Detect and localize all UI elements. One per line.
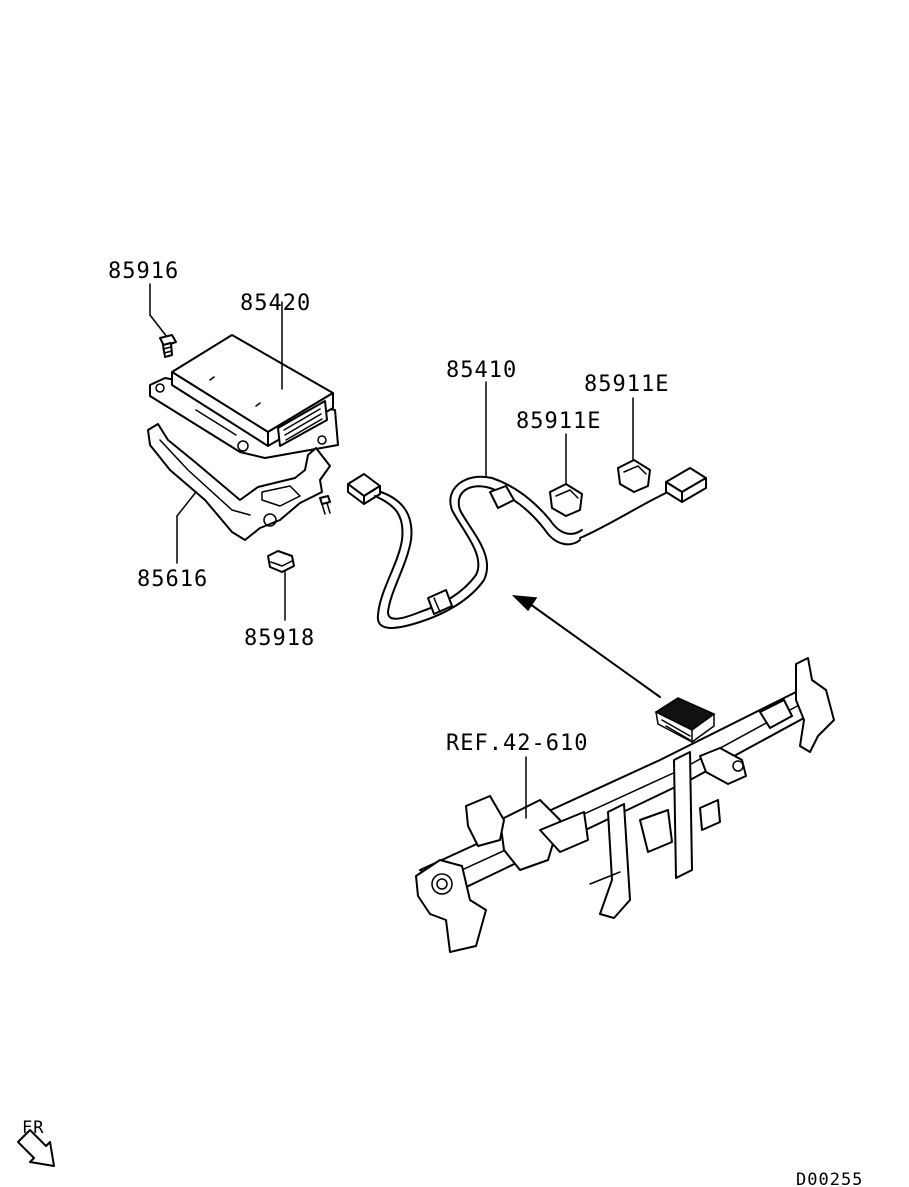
control-unit-85420[interactable] [149,301,339,459]
label-clip-lower: 85911E [516,409,601,434]
harness-85410[interactable] [347,381,707,629]
label-screw: 85916 [108,259,179,284]
label-control-unit: 85420 [240,291,311,316]
relation-arrow [512,595,661,698]
label-nut: 85918 [244,626,315,651]
label-harness: 85410 [446,358,517,383]
nut-85918[interactable] [267,550,295,621]
label-reference: REF.42-610 [446,731,588,756]
diagram-id: D00255 [796,1170,863,1187]
bracket-85616[interactable] [147,423,331,564]
clip-85911e-lower[interactable] [549,433,583,517]
label-clip-upper: 85911E [584,372,669,397]
front-arrow-icon [17,1129,55,1167]
label-front: FR [22,1118,44,1138]
screw-85916[interactable] [149,283,177,358]
dash-reinforcement[interactable] [415,657,835,953]
clip-85911e-upper[interactable] [617,397,651,493]
label-bracket: 85616 [137,567,208,592]
